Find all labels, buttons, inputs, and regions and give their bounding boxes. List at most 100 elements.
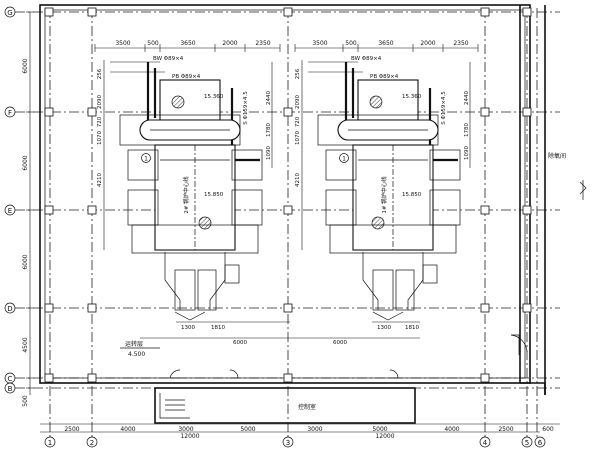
axis-bubble-D: D: [4, 302, 16, 314]
platform-elevation: 4.500: [128, 351, 145, 358]
elevation-label: 15.850: [204, 192, 224, 198]
room-label-control: 控制室: [298, 403, 316, 411]
dim-label: 2350: [453, 40, 468, 47]
dim-label: 1810: [211, 325, 225, 331]
dim-label: 6000: [333, 340, 347, 346]
axis-label: B: [8, 385, 13, 393]
dim-label: 12000: [180, 433, 199, 440]
pipe-label: S Φ159×4.5: [441, 91, 447, 125]
dim-label: 720: [295, 116, 301, 127]
dim-label: 3650: [378, 40, 393, 47]
control-room: 控制室: [154, 369, 416, 424]
boiler-1: 3500 500 3650 2000 2350 256 2090 720 107…: [290, 40, 479, 346]
dim-label: 2000: [222, 40, 237, 47]
dim-label: 1070: [295, 131, 301, 145]
axis-label: 1: [48, 439, 52, 447]
dim-label: 3650: [180, 40, 195, 47]
building-walls: [39, 4, 587, 395]
dim-label: 1780: [266, 123, 272, 137]
pipe-label: PB Φ89×4: [172, 74, 201, 80]
dim-label: 2350: [255, 40, 270, 47]
platform-label-group: 运转层 4.500: [120, 340, 160, 358]
axis-bubble-G: G: [4, 6, 16, 18]
boiler-2-body: 2# 锅炉中心线 15.850 1: [127, 144, 263, 254]
axis-bubble-2: 2: [86, 436, 98, 448]
dim-label: 500: [22, 395, 29, 407]
axis-bubbles-left: G F E D C B: [4, 6, 16, 394]
dim-label: 600: [542, 426, 554, 433]
dim-label: 720: [97, 116, 103, 127]
dim-label: 2500: [64, 426, 79, 433]
left-dimensions: 6000 6000 6000 4500 500: [22, 11, 34, 407]
axis-label: 4: [483, 439, 488, 447]
dim-label: 5000: [240, 426, 255, 433]
columns: [44, 7, 532, 383]
axis-label: F: [8, 109, 12, 117]
pipe-label: BW Φ89×4: [351, 56, 382, 62]
dim-label: 2090: [295, 95, 301, 109]
boiler-2-left-dims: 256 2090 720 1070 4210: [97, 60, 105, 250]
axis-bubble-6: 6: [534, 436, 546, 448]
dim-label: 1300: [181, 325, 195, 331]
axis-label: E: [8, 207, 12, 215]
boiler-2-side-dims: 2440 1780 1090: [266, 62, 273, 168]
dim-label: 3500: [115, 40, 130, 47]
dim-label: 4000: [120, 426, 135, 433]
furnace-centerline-label: 1# 锅炉中心线: [380, 176, 388, 214]
dim-label: 2440: [266, 91, 272, 105]
pipe-label: BW Φ89×4: [153, 56, 184, 62]
tag-label: 1: [342, 156, 346, 163]
boiler-2-top-dims: 3500 500 3650 2000 2350: [94, 40, 281, 52]
boiler-2-drum: 15.360: [119, 79, 241, 146]
room-label-deaerator: 除氧间: [548, 152, 566, 160]
dim-label: 1780: [464, 123, 470, 137]
axis-label: 5: [525, 439, 529, 447]
tag-bubble: [339, 153, 349, 163]
boiler-2-hoppers: 1300 1810 6000: [140, 252, 290, 346]
boiler-2: 3500 500 3650 2000 2350 256 2090 720 107…: [94, 40, 290, 346]
dim-label: 1090: [266, 146, 272, 160]
tag-label: 1: [144, 156, 148, 163]
dim-label: 2090: [97, 95, 103, 109]
bottom-dimensions: 2500 4000 3000 5000 3000 5000 4000 2500 …: [40, 423, 560, 440]
axis-label: 2: [90, 439, 94, 447]
dim-label: 3500: [312, 40, 327, 47]
dim-label: 3000: [178, 426, 193, 433]
elevation-label: 15.360: [402, 94, 422, 100]
axis-label: C: [8, 375, 13, 383]
dim-label: 5000: [372, 426, 387, 433]
axis-bubble-F: F: [4, 106, 16, 118]
axis-bubble-5: 5: [521, 436, 533, 448]
dim-label: 6000: [233, 340, 247, 346]
axis-label: D: [7, 305, 12, 313]
furnace-centerline-label: 2# 锅炉中心线: [182, 176, 190, 214]
dim-label: 500: [147, 40, 159, 47]
dim-label: 4210: [295, 173, 301, 187]
elevation-label: 15.850: [402, 192, 422, 198]
boiler-1-body: 1# 锅炉中心线 15.850 1: [325, 144, 461, 254]
axis-bubbles-bottom: 1 2 3 4 5 6: [44, 436, 546, 448]
dim-label: 1300: [377, 325, 391, 331]
boiler-1-drum: 15.360: [317, 79, 439, 146]
dim-label: 256: [97, 68, 103, 79]
axis-label: 6: [538, 439, 543, 447]
axis-bubble-1: 1: [44, 436, 56, 448]
dim-label: 6000: [22, 155, 29, 170]
boiler-1-side-dims: 2440 1780 1090: [464, 62, 471, 168]
dim-label: 2440: [464, 91, 470, 105]
axis-label: 3: [286, 439, 290, 447]
axis-bubble-4: 4: [479, 436, 491, 448]
boiler-1-left-dims: 256 2090 720 1070 4210: [295, 60, 303, 250]
dim-label: 1070: [97, 131, 103, 145]
boiler-1-hoppers: 1300 1810 6000: [290, 252, 438, 346]
axis-label: G: [7, 9, 12, 17]
axis-bubble-3: 3: [282, 436, 294, 448]
pipe-label: PB Φ89×4: [370, 74, 399, 80]
axis-bubble-E: E: [4, 204, 16, 216]
dim-label: 2000: [420, 40, 435, 47]
dim-label: 1810: [405, 325, 419, 331]
dim-label: 2500: [498, 426, 513, 433]
dim-label: 256: [295, 68, 301, 79]
pipe-label: S Φ159×4.5: [243, 91, 249, 125]
